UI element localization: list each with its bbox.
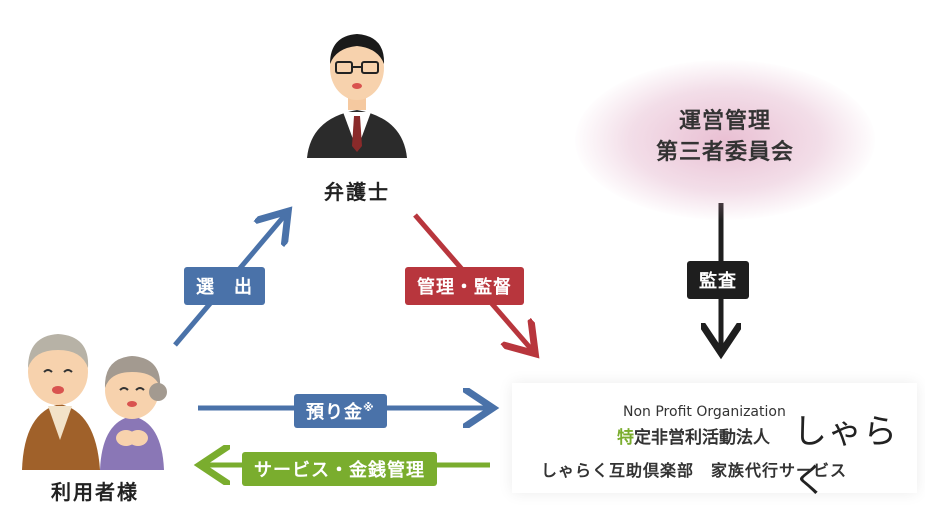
org-card bbox=[512, 383, 917, 493]
deposit-mark: ※ bbox=[363, 401, 375, 414]
org-english: Non Profit Organization bbox=[623, 404, 786, 420]
committee-label: 運営管理 第三者委員会 bbox=[610, 106, 840, 168]
deposit-tag: 預り金※ bbox=[294, 394, 387, 428]
lawyer-label: 弁護士 bbox=[324, 180, 390, 204]
deposit-label: 預り金 bbox=[306, 402, 363, 423]
appoint-tag: 選 出 bbox=[184, 267, 265, 305]
users-label: 利用者様 bbox=[51, 480, 139, 504]
org-type: 特定非営利活動法人 bbox=[617, 423, 770, 448]
audit-tag: 監査 bbox=[687, 261, 749, 299]
committee-line2: 第三者委員会 bbox=[655, 140, 794, 165]
org-type-rest: 定非営利活動法人 bbox=[634, 428, 770, 448]
manage-tag: 管理・監督 bbox=[405, 267, 524, 305]
users-illustration bbox=[22, 334, 167, 470]
org-type-prefix: 特 bbox=[617, 428, 634, 448]
lawyer-illustration bbox=[307, 34, 407, 158]
org-subtitle: しゃらく互助倶楽部 家族代行サービス bbox=[541, 461, 848, 480]
org-name: しゃらく bbox=[793, 412, 898, 501]
committee-line1: 運営管理 bbox=[678, 109, 771, 134]
service-tag: サービス・金銭管理 bbox=[242, 452, 437, 486]
committee-glow bbox=[575, 60, 875, 220]
